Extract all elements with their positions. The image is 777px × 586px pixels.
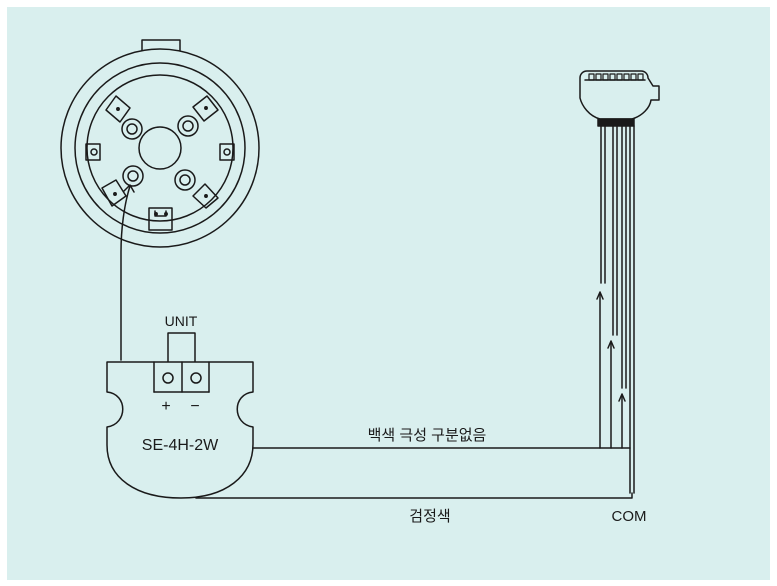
terminal-lead bbox=[120, 184, 135, 361]
unit-label: UNIT bbox=[165, 313, 198, 329]
detector-leads bbox=[600, 125, 635, 494]
mounting-base bbox=[60, 39, 260, 248]
white-wire-label: 백색 극성 구분없음 bbox=[368, 427, 487, 444]
plus-label: + bbox=[161, 398, 170, 415]
black-wire-label: 검정색 bbox=[409, 508, 450, 525]
com-label: COM bbox=[612, 508, 647, 525]
se-4h-2w-unit bbox=[106, 332, 254, 499]
minus-label: − bbox=[190, 398, 199, 415]
model-label: SE-4H-2W bbox=[142, 437, 219, 454]
detector-head bbox=[579, 70, 660, 127]
white-wire bbox=[252, 291, 631, 449]
black-wire bbox=[195, 492, 633, 499]
